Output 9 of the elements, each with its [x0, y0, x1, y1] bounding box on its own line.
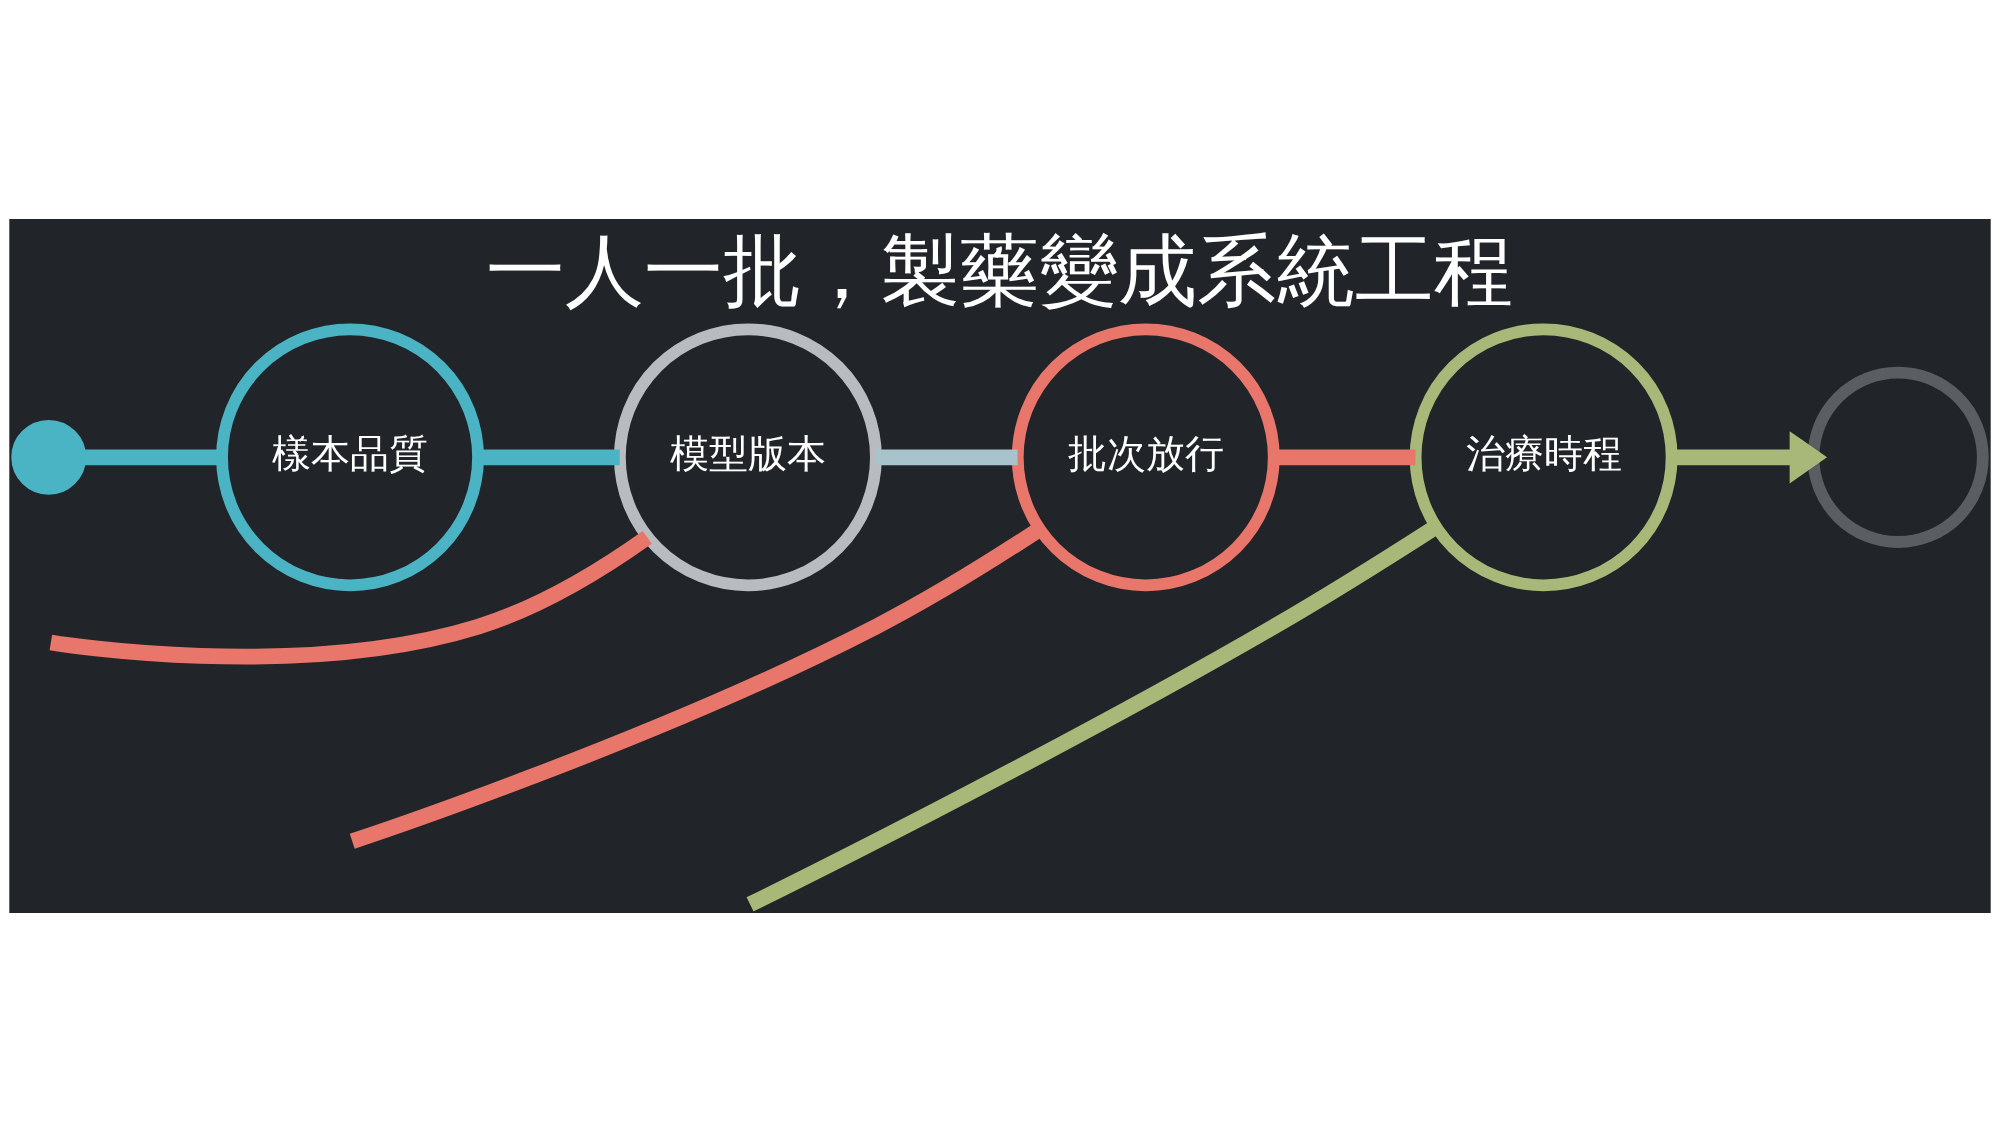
connector — [49, 530, 652, 664]
node-circle: 批次放行 — [1011, 322, 1280, 591]
connector — [876, 448, 1018, 465]
node-circle: 模型版本 — [613, 322, 882, 591]
node-circle — [11, 419, 87, 495]
node-circle: 樣本品質 — [216, 322, 484, 591]
node-circle: 治療時程 — [1409, 322, 1678, 591]
diagram-title: 一人一批，製藥變成系統工程 — [486, 224, 1514, 317]
node-circle — [1807, 366, 1989, 548]
